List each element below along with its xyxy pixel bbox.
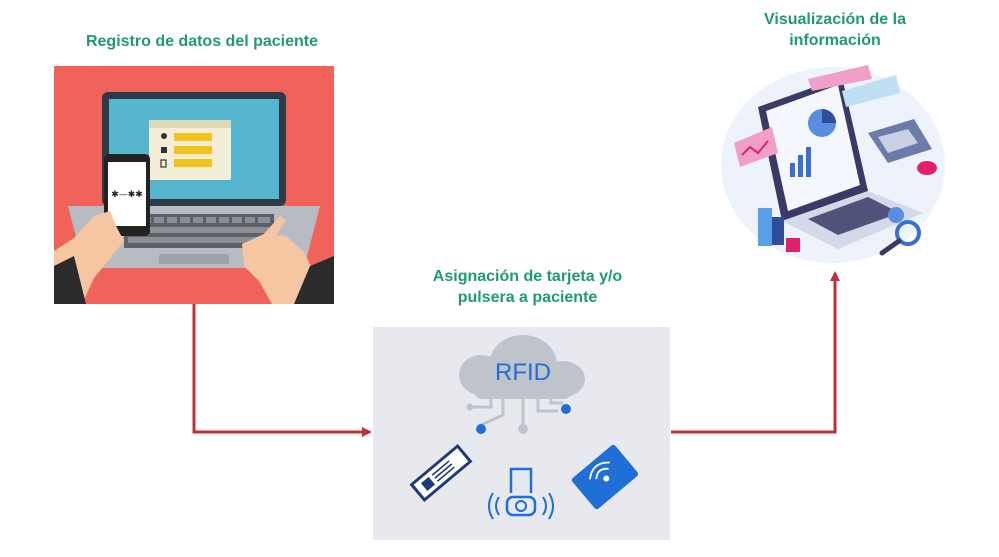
arrow-asignacion-to-visualizacion xyxy=(671,271,840,434)
asignacion-title-line2: pulsera a paciente xyxy=(457,289,598,306)
analytics-laptop-icon xyxy=(758,77,923,249)
visualizacion-illustration xyxy=(718,63,948,268)
wristband-icon xyxy=(488,467,554,520)
calculator-icon xyxy=(868,119,937,175)
hands-icon xyxy=(54,211,334,304)
arrow-registro-to-asignacion xyxy=(192,304,372,437)
visualizacion-title-line1: Visualización de la xyxy=(764,11,906,28)
rfid-label: RFID xyxy=(495,359,551,386)
rfid-cloud-icon xyxy=(459,335,585,434)
rfid-illustration: RFID xyxy=(373,327,670,540)
rfid-card-icon xyxy=(571,444,639,510)
magnifier-icon xyxy=(879,207,921,256)
asignacion-title-line1: Asignación de tarjeta y/o xyxy=(432,268,623,285)
rfid-tag-icon xyxy=(409,443,473,503)
registro-illustration: ✱—✱✱ xyxy=(54,66,334,304)
visualizacion-title: Visualización de la información xyxy=(720,9,950,51)
asignacion-title: Asignación de tarjeta y/o pulsera a paci… xyxy=(395,266,660,308)
bar-chart-icon xyxy=(758,147,811,252)
phone-icon: ✱—✱✱ xyxy=(104,154,150,236)
registro-title: Registro de datos del paciente xyxy=(85,33,319,50)
visualizacion-title-line2: información xyxy=(789,32,881,49)
svg-text:✱—✱✱: ✱—✱✱ xyxy=(111,190,143,200)
pie-chart-icon xyxy=(808,109,836,137)
